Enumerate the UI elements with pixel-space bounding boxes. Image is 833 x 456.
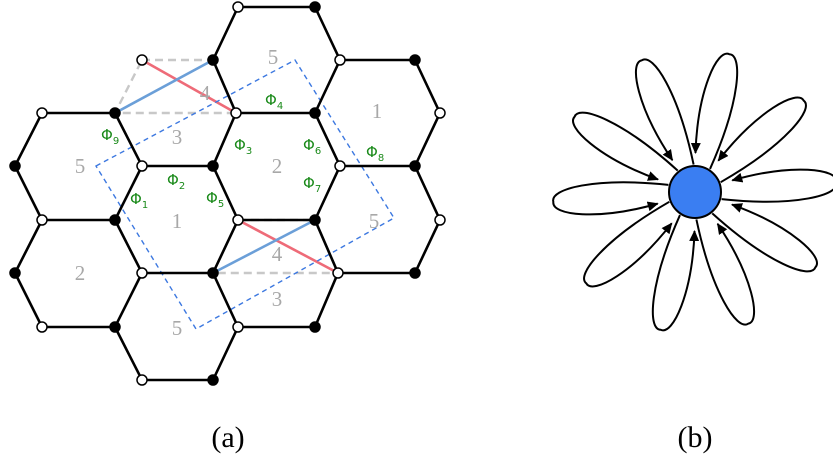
plaquette-labels: 5 4 1 3 2 5 1 5 4 2 3 5 xyxy=(75,45,383,340)
node-black xyxy=(207,267,219,279)
phi-5-label: Φ5 xyxy=(206,189,224,210)
node-white xyxy=(230,107,242,119)
edge xyxy=(340,58,442,167)
node-white xyxy=(136,374,148,386)
petals xyxy=(552,52,833,332)
plaquette-label: 5 xyxy=(172,316,183,340)
phi-2-label: Φ2 xyxy=(167,171,185,192)
node-white xyxy=(36,214,48,226)
node-black xyxy=(207,374,219,386)
petal-loop xyxy=(690,52,739,170)
plaquette-label: 5 xyxy=(268,45,279,69)
node-black xyxy=(9,160,21,172)
node-black xyxy=(409,54,421,66)
plaquette-label: 4 xyxy=(272,242,283,266)
edge xyxy=(238,219,340,329)
petal-loop xyxy=(572,111,679,181)
blue-segment-bottom xyxy=(212,218,316,275)
plaquette-label: 5 xyxy=(75,154,86,178)
node-white xyxy=(434,107,446,119)
node-black xyxy=(309,321,321,333)
red-segment-bottom xyxy=(237,218,339,275)
unit-cell-boundary xyxy=(95,59,395,330)
caption-b: (b) xyxy=(678,421,713,454)
node-white xyxy=(36,107,48,119)
petal-loop xyxy=(717,96,807,184)
node-white xyxy=(334,54,346,66)
plaquette-label: 4 xyxy=(200,81,211,105)
plaquette-label: 3 xyxy=(272,287,283,311)
plaquette-label: 2 xyxy=(75,261,86,285)
node-black xyxy=(109,214,121,226)
plaquette-label: 1 xyxy=(172,209,183,233)
node-black xyxy=(109,321,121,333)
node-black xyxy=(409,267,421,279)
node-white xyxy=(232,1,244,13)
petal-loop xyxy=(635,58,695,165)
node-black xyxy=(309,107,321,119)
node-black xyxy=(309,214,321,226)
phi-labels: Φ1 Φ2 Φ3 Φ4 Φ5 Φ6 Φ7 Φ8 Φ9 xyxy=(101,91,384,211)
petal-loop xyxy=(711,203,818,273)
petal-loop xyxy=(695,219,755,326)
node-white xyxy=(136,160,148,172)
phi-7-label: Φ7 xyxy=(303,174,321,195)
node-black xyxy=(9,267,21,279)
node-white xyxy=(136,54,148,66)
central-node xyxy=(668,165,722,219)
node-white xyxy=(332,267,344,279)
node-black xyxy=(309,1,321,13)
petal-loop xyxy=(721,168,833,203)
caption-a: (a) xyxy=(211,421,244,454)
node-white xyxy=(36,321,48,333)
panel-a: 5 4 1 3 2 5 1 5 4 2 3 5 Φ1 Φ2 Φ3 Φ4 Φ5 Φ… xyxy=(9,1,446,454)
plaquette-label: 3 xyxy=(172,125,183,149)
plaquette-label: 2 xyxy=(272,154,283,178)
node-white xyxy=(136,267,148,279)
node-black xyxy=(207,54,219,66)
node-white xyxy=(334,160,346,172)
phi-8-label: Φ8 xyxy=(366,143,384,164)
plaquette-label: 1 xyxy=(372,99,383,123)
lattice-nodes xyxy=(9,1,446,386)
phi-9-label: Φ9 xyxy=(101,126,119,147)
petal-loop xyxy=(552,181,669,216)
edge xyxy=(113,112,213,168)
plaquette-label: 5 xyxy=(369,209,380,233)
blue-segment-top xyxy=(114,58,214,115)
node-black xyxy=(109,107,121,119)
phi-4-label: Φ4 xyxy=(265,91,283,112)
edge xyxy=(211,59,238,114)
petal-loop xyxy=(583,200,673,288)
phi-1-label: Φ1 xyxy=(130,190,148,211)
node-black xyxy=(207,160,219,172)
lattice-edges xyxy=(13,5,442,382)
phi-6-label: Φ6 xyxy=(303,136,321,157)
phi-3-label: Φ3 xyxy=(234,136,252,157)
red-segment-top xyxy=(141,58,237,115)
node-white xyxy=(232,214,244,226)
panel-b: (b) xyxy=(552,52,833,454)
edge xyxy=(13,111,115,222)
edge xyxy=(113,165,144,221)
edge xyxy=(113,219,240,275)
edge xyxy=(338,165,442,275)
colored-segments xyxy=(114,58,339,275)
node-white xyxy=(232,321,244,333)
node-black xyxy=(409,160,421,172)
node-white xyxy=(434,214,446,226)
petal-loop xyxy=(651,214,700,332)
